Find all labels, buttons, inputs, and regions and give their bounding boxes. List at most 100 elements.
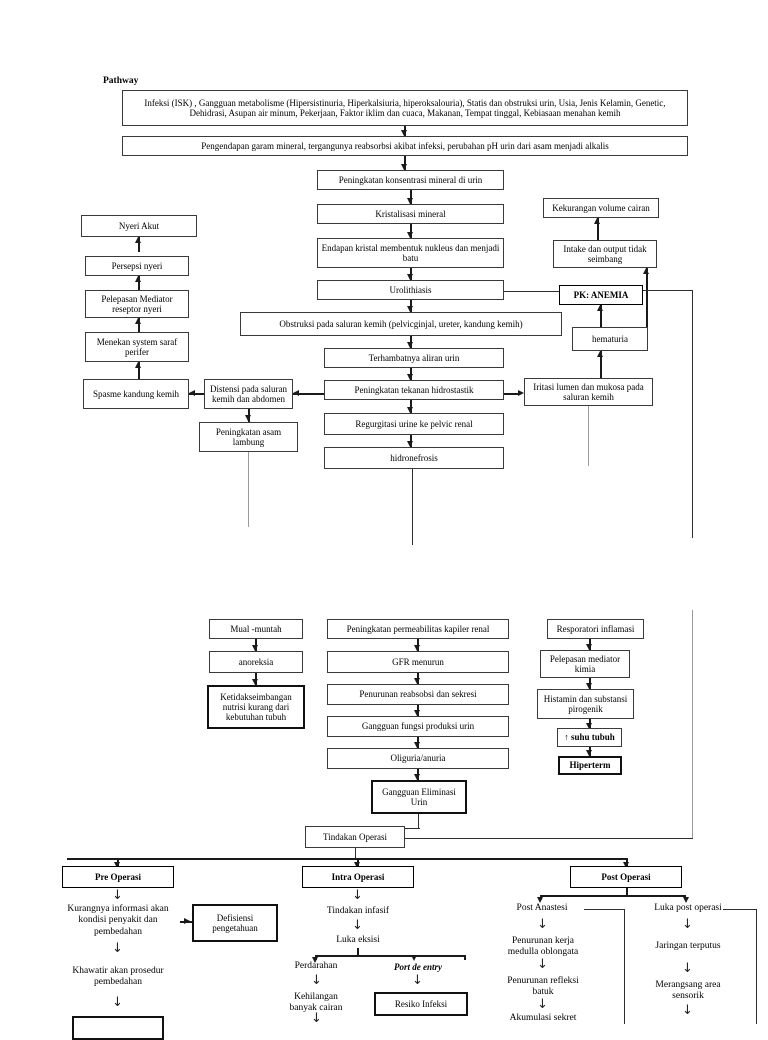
connector [646, 268, 648, 330]
arrowhead-down-icon [586, 683, 592, 689]
connector [330, 838, 693, 839]
connector [189, 393, 204, 395]
connector [315, 955, 465, 957]
arrowhead-right-icon [518, 390, 524, 396]
arrowhead-up-icon [594, 218, 600, 224]
connector [588, 406, 589, 466]
box-urolithiasis: Urolithiasis [317, 280, 504, 300]
arrowhead-down-icon [252, 679, 258, 685]
box-pre-operasi: Pre Operasi [62, 866, 174, 888]
connector [692, 290, 693, 538]
box-distensi: Distensi pada saluran kemih dan abdomen [204, 379, 293, 409]
text-akumulasi-sekret: Akumulasi sekret [509, 1013, 577, 1024]
box-nyeri-akut: Nyeri Akut [81, 215, 197, 237]
arrowhead-down-icon [414, 710, 420, 716]
connector [464, 955, 466, 960]
arrowhead-down-icon [407, 407, 413, 413]
arrow-down-glyph-icon: ↓ [682, 917, 693, 932]
arrowhead-down-icon [586, 644, 592, 650]
box-asam-lambung: Peningkatan asam lambung [199, 422, 298, 452]
box-hipertermi: Hiperterm [558, 756, 622, 775]
box-spasme-kandung-kemih: Spasme kandung kemih [83, 379, 189, 409]
arrowhead-up-icon [643, 268, 649, 274]
box-histamin-pirogenik: Histamin dan substansi pirogenik [537, 689, 634, 719]
box-mual-muntah: Mual -muntah [209, 619, 303, 639]
box-defisiensi-pengetahuan: Defisiensi pengetahuan [192, 904, 278, 942]
box-intra-operasi: Intra Operasi [302, 866, 414, 888]
connector [597, 218, 599, 240]
box-nucleus: Endapan kristal membentuk nukleus dan me… [317, 238, 504, 268]
arrowhead-up-icon [135, 318, 141, 324]
connector [357, 948, 359, 955]
arrow-down-glyph-icon: ↓ [112, 995, 123, 1010]
arrowhead-down-icon [537, 897, 543, 903]
arrowhead-down-icon [114, 862, 120, 868]
box-produksi-urin: Gangguan fungsi produksi urin [327, 716, 509, 737]
arrowhead-down-icon [586, 750, 592, 756]
arrowhead-down-icon [683, 897, 689, 903]
arrowhead-down-icon [414, 645, 420, 651]
connector [600, 305, 602, 327]
text-medulla-oblongata: Penurunan kerja medulla oblongata [507, 935, 579, 957]
arrowhead-down-icon [623, 862, 629, 868]
text-luka-post-operasi: Luka post operasi [654, 903, 722, 914]
box-pre-op-outcome [72, 1016, 164, 1040]
box-concentration: Peningkatan konsentrasi mineral di urin [317, 170, 504, 190]
connector [67, 858, 627, 860]
arrowhead-up-icon [597, 351, 603, 357]
text-refleksi-batuk: Penurunan refleksi batuk [507, 975, 579, 997]
arrow-down-glyph-icon: ↓ [682, 961, 693, 976]
arrow-down-glyph-icon: ↓ [112, 888, 123, 903]
box-obstruction: Obstruksi pada saluran kemih (pelvicginj… [240, 312, 562, 336]
box-anoreksia: anoreksia [209, 651, 303, 673]
arrowhead-down-icon [407, 198, 413, 204]
connector [138, 276, 140, 290]
connector [692, 610, 693, 838]
box-saraf-perifer: Menekan system saraf perifer [85, 332, 189, 362]
arrowhead-down-icon [407, 306, 413, 312]
page-title: Pathway [103, 76, 139, 86]
arrowhead-down-icon [414, 742, 420, 748]
connector [410, 224, 412, 238]
arrow-down-glyph-icon: ↓ [537, 997, 548, 1012]
arrow-down-glyph-icon: ↓ [682, 1003, 693, 1018]
text-post-anastesi: Post Anastesi [516, 903, 568, 914]
connector [138, 362, 140, 379]
arrow-down-glyph-icon: ↓ [352, 888, 363, 903]
box-intake-output: Intake dan output tidak seimbang [553, 240, 657, 268]
box-resporatori-inflamasi: Resporatori inflamasi [547, 619, 644, 639]
box-gangguan-eliminasi-urin: Gangguan Eliminasi Urin [371, 780, 467, 814]
connector [418, 814, 419, 828]
box-regurgitation: Regurgitasi urine ke pelvic renal [324, 413, 504, 435]
box-resiko-infeksi: Resiko Infeksi [374, 992, 468, 1016]
box-hydrostatic: Peningkatan tekanan hidrostastik [324, 380, 504, 400]
text-kehilangan-cairan: Kehilangan banyak cairan [289, 991, 343, 1013]
box-ketidakseimbangan-nutrisi: Ketidakseimbangan nutrisi kurang dari ke… [207, 685, 305, 729]
box-gfr-menurun: GFR menurun [327, 651, 509, 673]
arrow-down-glyph-icon: ↓ [412, 973, 423, 988]
text-merangsang-sensorik: Merangsang area sensorik [655, 979, 721, 1001]
connector [626, 888, 628, 895]
connector [410, 190, 412, 204]
text-perdarahan: Perdarahan [294, 961, 338, 972]
connector [410, 400, 412, 413]
text-jaringan-terputus: Jaringan terputus [655, 941, 721, 952]
connector [138, 318, 140, 332]
arrowhead-down-icon [407, 232, 413, 238]
box-post-operasi: Post Operasi [570, 866, 682, 888]
box-iritasi-lumen: Iritasi lumen dan mukosa pada saluran ke… [524, 378, 653, 406]
box-hydronephrosis: hidronefrosis [324, 447, 504, 469]
text-khawatir-prosedur: Khawatir akan prosedur pembedahan [72, 965, 164, 987]
connector [600, 351, 602, 378]
text-port-de-entry: Port de entry [394, 961, 442, 972]
box-pk-anemia: PK: ANEMIA [559, 285, 643, 305]
connector [404, 156, 406, 170]
connector [584, 909, 624, 910]
box-reabsorbsi: Penurunan reabsobsi dan sekresi [327, 684, 509, 705]
connector [624, 909, 625, 1024]
arrowhead-up-icon [135, 237, 141, 243]
box-risk-factors: Infeksi (ISK) , Gangguan metabolisme (Hi… [122, 90, 688, 126]
box-flow-block: Terhambatnya aliran urin [324, 348, 504, 368]
connector [412, 469, 413, 545]
